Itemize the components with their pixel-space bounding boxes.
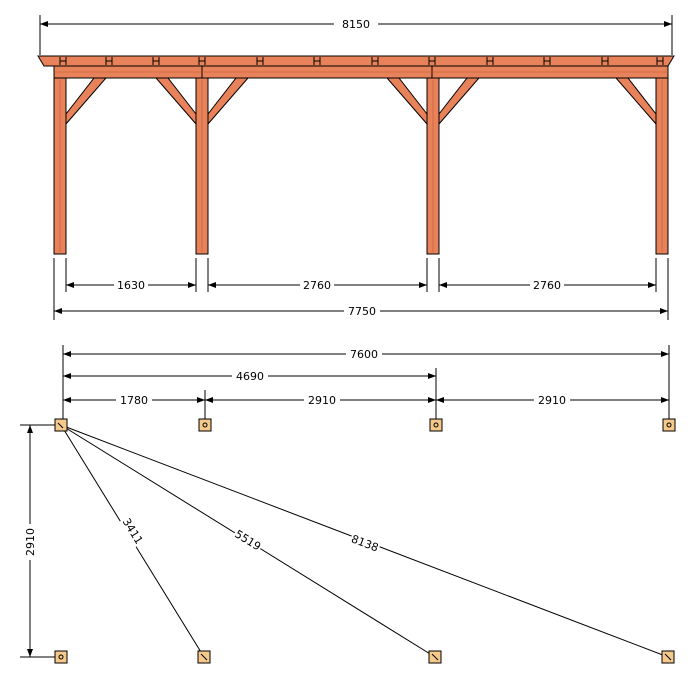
footprint-back-4 bbox=[661, 650, 675, 664]
roof-structure bbox=[37, 55, 675, 79]
footprint-front-2 bbox=[198, 418, 212, 432]
brace-2-right bbox=[207, 77, 250, 126]
dim-post-spans bbox=[65, 258, 657, 292]
footprint-back-2 bbox=[197, 650, 211, 664]
brace-3-right bbox=[438, 77, 481, 126]
dim-plan-depth: 2910 bbox=[20, 424, 58, 658]
dim-label-span-1: 1630 bbox=[117, 279, 145, 292]
posts bbox=[53, 77, 669, 255]
dim-label-post-total: 7750 bbox=[348, 305, 376, 318]
post-footprints bbox=[54, 418, 676, 664]
dim-label-diagonal-3: 8138 bbox=[349, 532, 380, 554]
brace-2-left bbox=[154, 77, 197, 126]
footprint-front-4 bbox=[662, 418, 676, 432]
footprint-front-3 bbox=[429, 418, 443, 432]
dim-label-plan-4690: 4690 bbox=[236, 370, 264, 383]
dim-label-plan-total: 7600 bbox=[350, 348, 378, 361]
purlin-markers bbox=[59, 57, 664, 65]
plan-view: 7600 4690 1780 2910 2910 2910 3411 5519 bbox=[20, 345, 676, 664]
dim-label-diagonal-2: 5519 bbox=[232, 528, 263, 554]
footprint-back-3 bbox=[428, 650, 442, 664]
dim-label-plan-span-1: 1780 bbox=[120, 394, 148, 407]
dim-label-span-3: 2760 bbox=[533, 279, 561, 292]
dim-post-total: 7750 bbox=[53, 258, 669, 320]
top-rafter bbox=[37, 55, 675, 67]
dim-roof-length: 8150 bbox=[39, 15, 673, 55]
elevation-view: 8150 bbox=[37, 15, 675, 320]
dim-label-plan-span-3: 2910 bbox=[538, 394, 566, 407]
dim-label-plan-depth: 2910 bbox=[24, 528, 37, 556]
knee-braces bbox=[65, 77, 657, 126]
brace-3-left bbox=[385, 77, 428, 126]
footprint-back-1 bbox=[54, 650, 68, 664]
dim-label-plan-span-2: 2910 bbox=[308, 394, 336, 407]
footprint-front-1 bbox=[54, 418, 68, 432]
dim-label-span-2: 2760 bbox=[303, 279, 331, 292]
dim-label-roof-length: 8150 bbox=[342, 18, 370, 31]
brace-4-left bbox=[614, 77, 657, 126]
dim-label-diagonal-1: 3411 bbox=[120, 516, 146, 547]
brace-1-right bbox=[65, 77, 108, 126]
